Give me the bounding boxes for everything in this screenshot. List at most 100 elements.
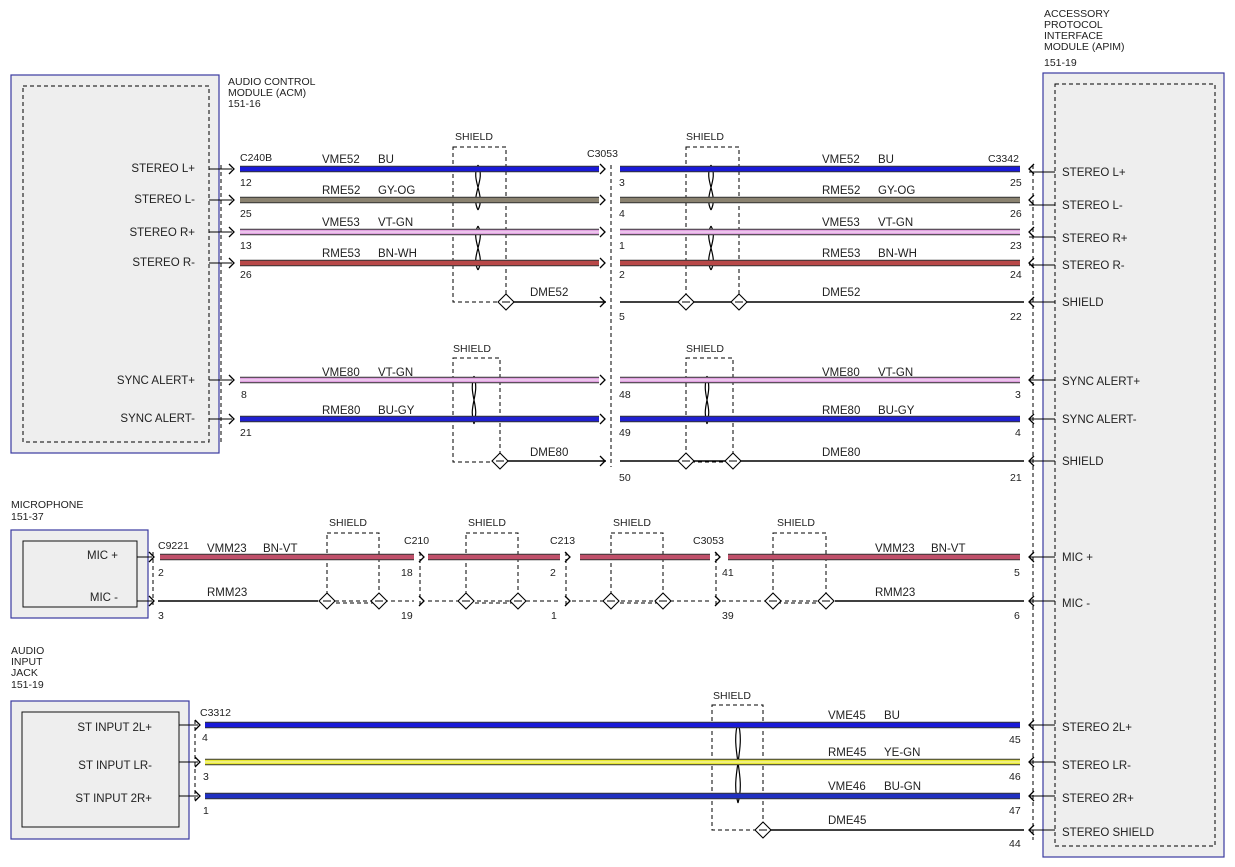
circuit-label: DME80 (530, 447, 568, 459)
connector-arrow-icon (418, 551, 425, 563)
apim-ref: 151-19 (1044, 57, 1077, 69)
pin-number: 22 (1010, 311, 1022, 323)
connector-arrow-icon (599, 163, 606, 175)
connector-id-label: C3342 (988, 153, 1019, 165)
apim-pin-label: SHIELD (1062, 297, 1104, 309)
shield-box (452, 146, 507, 303)
pin-number: 2 (619, 269, 625, 281)
pin-number: 24 (1010, 269, 1022, 281)
connector-arrow-icon (599, 413, 606, 425)
pin-number: 23 (1010, 240, 1022, 252)
wire-color-label: BN-VT (931, 543, 966, 555)
pin-number: 5 (1014, 567, 1020, 579)
pin-number: 4 (619, 208, 625, 220)
shield-label: SHIELD (686, 343, 724, 355)
connector-arrow-icon (599, 296, 606, 308)
connector-id-label: C3312 (200, 707, 231, 719)
apim-pin-label: STEREO R+ (1062, 233, 1128, 245)
shield-label: SHIELD (455, 131, 493, 143)
acm-pin-label: SYNC ALERT- (120, 413, 195, 425)
apim-title: INTERFACE (1044, 30, 1103, 42)
circuit-label: RME45 (828, 747, 866, 759)
connector-id-label: C3053 (587, 148, 618, 160)
audio-jack-ref: 151-19 (11, 679, 44, 691)
mic-pin-label: MIC + (87, 550, 118, 562)
jack-pin-label: ST INPUT LR- (78, 760, 152, 772)
connector-id-label: C213 (550, 535, 575, 547)
pin-number: 12 (240, 177, 252, 189)
pin-number: 26 (1010, 208, 1022, 220)
connector-arrow-icon (228, 226, 235, 238)
audio-jack-inner (21, 711, 180, 828)
circuit-label: VME52 (322, 154, 360, 166)
shield-box (326, 532, 380, 604)
connector-arrow-icon (418, 595, 425, 607)
acm-pin-label: STEREO R+ (129, 227, 195, 239)
wire-color-label: VT-GN (878, 367, 913, 379)
connector-arrow-icon (1028, 194, 1035, 206)
pin-number: 50 (619, 472, 631, 484)
wire-color-label: BN-WH (878, 248, 917, 260)
connector-id-label: C3053 (693, 535, 724, 547)
apim-title: MODULE (APIM) (1044, 41, 1125, 53)
connector-arrow-icon (599, 257, 606, 269)
pin-number: 45 (1009, 734, 1021, 746)
pin-number: 19 (401, 610, 413, 622)
connector-arrow-icon (564, 595, 571, 607)
shield-box (465, 532, 519, 604)
wire-color-label: GY-OG (878, 185, 915, 197)
connector-arrow-icon (1028, 257, 1035, 269)
connector-markers (137, 163, 1055, 839)
shield-label: SHIELD (777, 517, 815, 529)
wire-color-label: YE-GN (884, 747, 920, 759)
circuit-label: VME80 (822, 367, 860, 379)
acm-pin-label: STEREO L+ (131, 163, 195, 175)
audio-jack-title: AUDIO (11, 645, 44, 657)
wire-color-label: VT-GN (378, 217, 413, 229)
pin-number: 26 (240, 269, 252, 281)
pin-number: 5 (619, 311, 625, 323)
shield-box (772, 532, 827, 604)
microphone-ref: 151-37 (11, 511, 44, 523)
wire-color-label: GY-OG (378, 185, 415, 197)
pin-number: 3 (619, 177, 625, 189)
apim-pin-label: STEREO L+ (1062, 167, 1126, 179)
connector-arrow-icon (599, 455, 606, 467)
connector-arrow-icon (148, 551, 155, 563)
circuit-label: RME53 (322, 248, 360, 260)
pin-number: 6 (1014, 610, 1020, 622)
pin-number: 13 (240, 240, 252, 252)
connector-id-label: C210 (404, 535, 429, 547)
connector-arrow-icon (714, 595, 721, 607)
acm-title: AUDIO CONTROL (228, 76, 316, 88)
connector-arrow-icon (148, 595, 155, 607)
connector-arrow-icon (599, 194, 606, 206)
apim-pin-label: STEREO 2R+ (1062, 793, 1134, 805)
shield-label: SHIELD (453, 343, 491, 355)
pin-number: 41 (722, 567, 734, 579)
apim-pin-label: STEREO SHIELD (1062, 827, 1154, 839)
wire-color-label: BN-WH (378, 248, 417, 260)
circuit-label: DME52 (822, 287, 860, 299)
wire-color-label: BU-GN (884, 781, 921, 793)
connector-arrow-icon (194, 756, 201, 768)
apim-pin-label: STEREO LR- (1062, 760, 1131, 772)
circuit-label: RME52 (822, 185, 860, 197)
pin-number: 25 (240, 208, 252, 220)
circuit-label: VME52 (822, 154, 860, 166)
circuit-label: VME80 (322, 367, 360, 379)
apim-pin-label: STEREO L- (1062, 200, 1123, 212)
pin-number: 1 (551, 610, 557, 622)
pin-number: 2 (158, 567, 164, 579)
apim-pin-label: STEREO R- (1062, 260, 1125, 272)
acm-pin-label: SYNC ALERT+ (117, 375, 195, 387)
connector-arrow-icon (228, 257, 235, 269)
microphone-inner (22, 540, 138, 608)
wire-color-label: VT-GN (378, 367, 413, 379)
pin-number: 1 (619, 240, 625, 252)
circuit-label: DME45 (828, 815, 866, 827)
apim-module-inner (1054, 83, 1216, 847)
jack-pin-label: ST INPUT 2L+ (77, 722, 152, 734)
wire-color-label: BN-VT (263, 543, 298, 555)
pin-number: 4 (1015, 427, 1021, 439)
